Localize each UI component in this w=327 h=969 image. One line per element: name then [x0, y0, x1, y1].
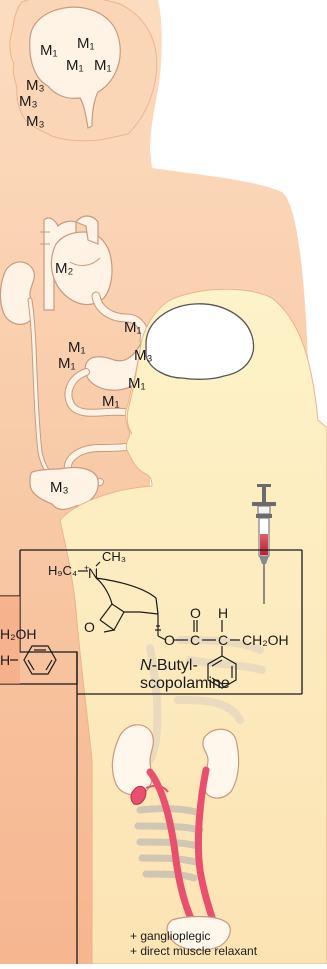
compound-name-italic: N — [140, 657, 152, 674]
brain-receptor-label: M₃ — [26, 77, 45, 94]
svg-text:N-Butyl-: N-Butyl- — [140, 657, 198, 674]
alpha-hydrogen-label: H — [218, 605, 228, 621]
compound-name-line2: scopolamine — [140, 675, 230, 692]
bladder-receptor-label: M₃ — [50, 479, 69, 496]
brain-receptor-label: M₁ — [77, 35, 95, 52]
butyl-label: H₉C₄ — [48, 563, 77, 578]
brain-receptor-label: M₁ — [94, 57, 112, 74]
alpha-carbon-label: C — [218, 632, 228, 648]
methyl-label: CH₃ — [102, 549, 126, 564]
gut-receptor-label: M₁ — [58, 355, 76, 372]
ether-oxygen-label: O — [84, 619, 95, 635]
gut-receptor-label: M₁ — [102, 393, 120, 410]
brain-receptor-label: M₃ — [19, 93, 38, 110]
left-fragment-h: H — [0, 652, 10, 668]
gut-receptor-label: M₁ — [128, 375, 146, 392]
brain-receptor-label: M₁ — [40, 42, 58, 59]
front-brain — [146, 304, 254, 380]
gut-receptor-label: M₁ — [124, 319, 142, 336]
ester-oxygen-label: O — [164, 632, 175, 648]
heart-receptor-label: M₂ — [55, 260, 73, 277]
front-kidney-right — [203, 729, 239, 798]
hydroxymethyl-label: CH₂OH — [242, 632, 289, 648]
gut-receptor-label: M₃ — [134, 347, 153, 364]
brain-receptor-label: M₁ — [66, 57, 84, 74]
footnote-line2: + direct muscle relaxant — [130, 944, 258, 958]
left-fragment-h2oh: H₂OH — [0, 626, 37, 642]
nitrogen-label: N — [88, 565, 98, 581]
footnote-line1: + ganglioplegic — [130, 929, 210, 943]
brain-receptor-label: M₃ — [26, 113, 45, 130]
compound-name-line1: -Butyl- — [152, 657, 198, 674]
nitrogen-charge: + — [84, 563, 89, 573]
carbonyl-carbon-label: C — [190, 632, 200, 648]
carbonyl-oxygen-label: O — [190, 605, 201, 621]
gut-receptor-label: M₁ — [68, 339, 86, 356]
